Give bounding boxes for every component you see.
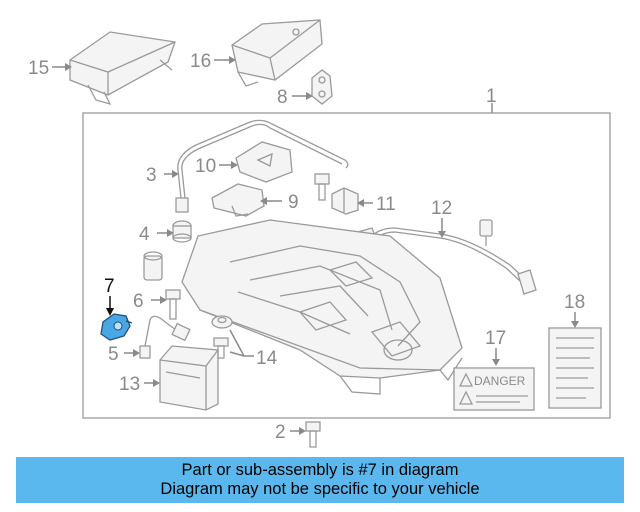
label-1: 1	[486, 86, 497, 107]
part-4-grommet[interactable]	[172, 220, 192, 243]
assembly-frame	[82, 112, 611, 419]
part-mount[interactable]	[143, 251, 163, 281]
part-15-cover[interactable]	[69, 31, 176, 106]
part-2-bolt[interactable]	[305, 421, 321, 448]
part-6-bolt[interactable]	[165, 289, 181, 320]
part-13-module[interactable]	[159, 345, 219, 411]
label-2: 2	[275, 422, 286, 443]
label-4: 4	[139, 224, 150, 245]
part-3-cable[interactable]	[175, 119, 349, 213]
label-13: 13	[119, 374, 140, 395]
part-14-nut[interactable]	[211, 315, 233, 329]
part-clip[interactable]	[479, 219, 493, 246]
part-7-sensor[interactable]	[100, 313, 133, 341]
label-5: 5	[108, 344, 119, 365]
part-16-cover[interactable]	[231, 19, 323, 87]
label-16: 16	[190, 51, 211, 72]
part-8-bracket[interactable]	[311, 69, 333, 105]
label-11: 11	[376, 194, 396, 215]
label-3: 3	[146, 165, 157, 186]
battery-tray[interactable]	[181, 219, 463, 395]
label-15: 15	[28, 58, 49, 79]
part-10-plate[interactable]	[235, 141, 293, 183]
info-banner: Part or sub-assembly is #7 in diagram Di…	[16, 457, 624, 503]
label-6: 6	[133, 291, 144, 312]
part-14-bolt[interactable]	[213, 337, 229, 359]
label-17: 17	[485, 328, 506, 349]
label-18: 18	[564, 292, 585, 313]
part-11-connector[interactable]	[331, 187, 359, 215]
part-9-holder[interactable]	[211, 183, 265, 217]
part-18-info-label[interactable]	[548, 327, 602, 409]
parts-diagram: 1 15 16 8 3 10	[28, 19, 611, 448]
part-17-danger-label[interactable]: DANGER	[453, 367, 535, 411]
part-5-lead[interactable]	[139, 315, 191, 359]
label-9: 9	[288, 192, 299, 213]
part-bolt-upper[interactable]	[314, 173, 330, 201]
label-8: 8	[277, 87, 288, 108]
label-10: 10	[195, 156, 216, 177]
banner-line-1: Part or sub-assembly is #7 in diagram	[181, 461, 459, 479]
label-14: 14	[256, 348, 278, 369]
label-12: 12	[431, 198, 452, 219]
banner-line-2: Diagram may not be specific to your vehi…	[160, 480, 480, 498]
danger-text: DANGER	[474, 374, 526, 388]
label-7: 7	[104, 276, 115, 297]
